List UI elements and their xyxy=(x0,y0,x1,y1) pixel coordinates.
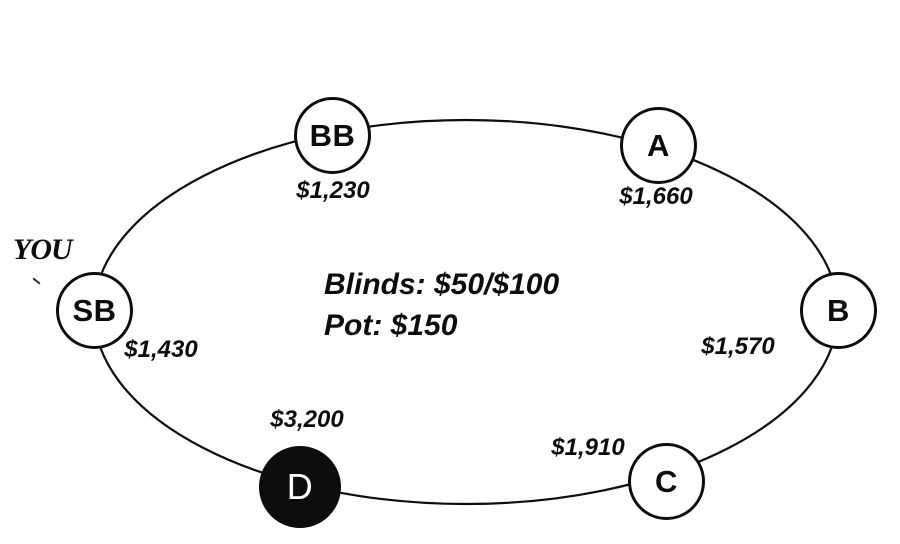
seat-bb-label: BB xyxy=(309,117,356,153)
seat-bb-stack: $1,230 xyxy=(296,177,370,204)
you-label: YOU xyxy=(13,233,73,266)
pot-text: Pot: $150 xyxy=(324,309,458,342)
seat-c-label: C xyxy=(655,463,678,499)
center-info: Blinds: $50/$100 Pot: $150 xyxy=(324,264,559,346)
seat-a-stack: $1,660 xyxy=(619,183,693,210)
seat-d-stack: $3,200 xyxy=(270,406,344,433)
seat-b-label: B xyxy=(827,292,850,328)
seat-d-label: D xyxy=(286,466,314,507)
seat-c-stack: $1,910 xyxy=(551,434,625,461)
seat-sb-circle: SB xyxy=(56,272,133,349)
seat-a-label: A xyxy=(647,127,670,163)
seat-sb-stack: $1,430 xyxy=(124,336,198,363)
seat-d-dealer-circle: D xyxy=(259,446,341,528)
seat-sb-label: SB xyxy=(72,292,117,328)
seat-a-circle: A xyxy=(620,107,697,184)
seat-c-circle: C xyxy=(628,443,705,520)
seat-bb-circle: BB xyxy=(294,97,371,174)
seat-b-circle: B xyxy=(800,272,877,349)
blinds-text: Blinds: $50/$100 xyxy=(324,268,560,301)
seat-b-stack: $1,570 xyxy=(701,333,775,360)
